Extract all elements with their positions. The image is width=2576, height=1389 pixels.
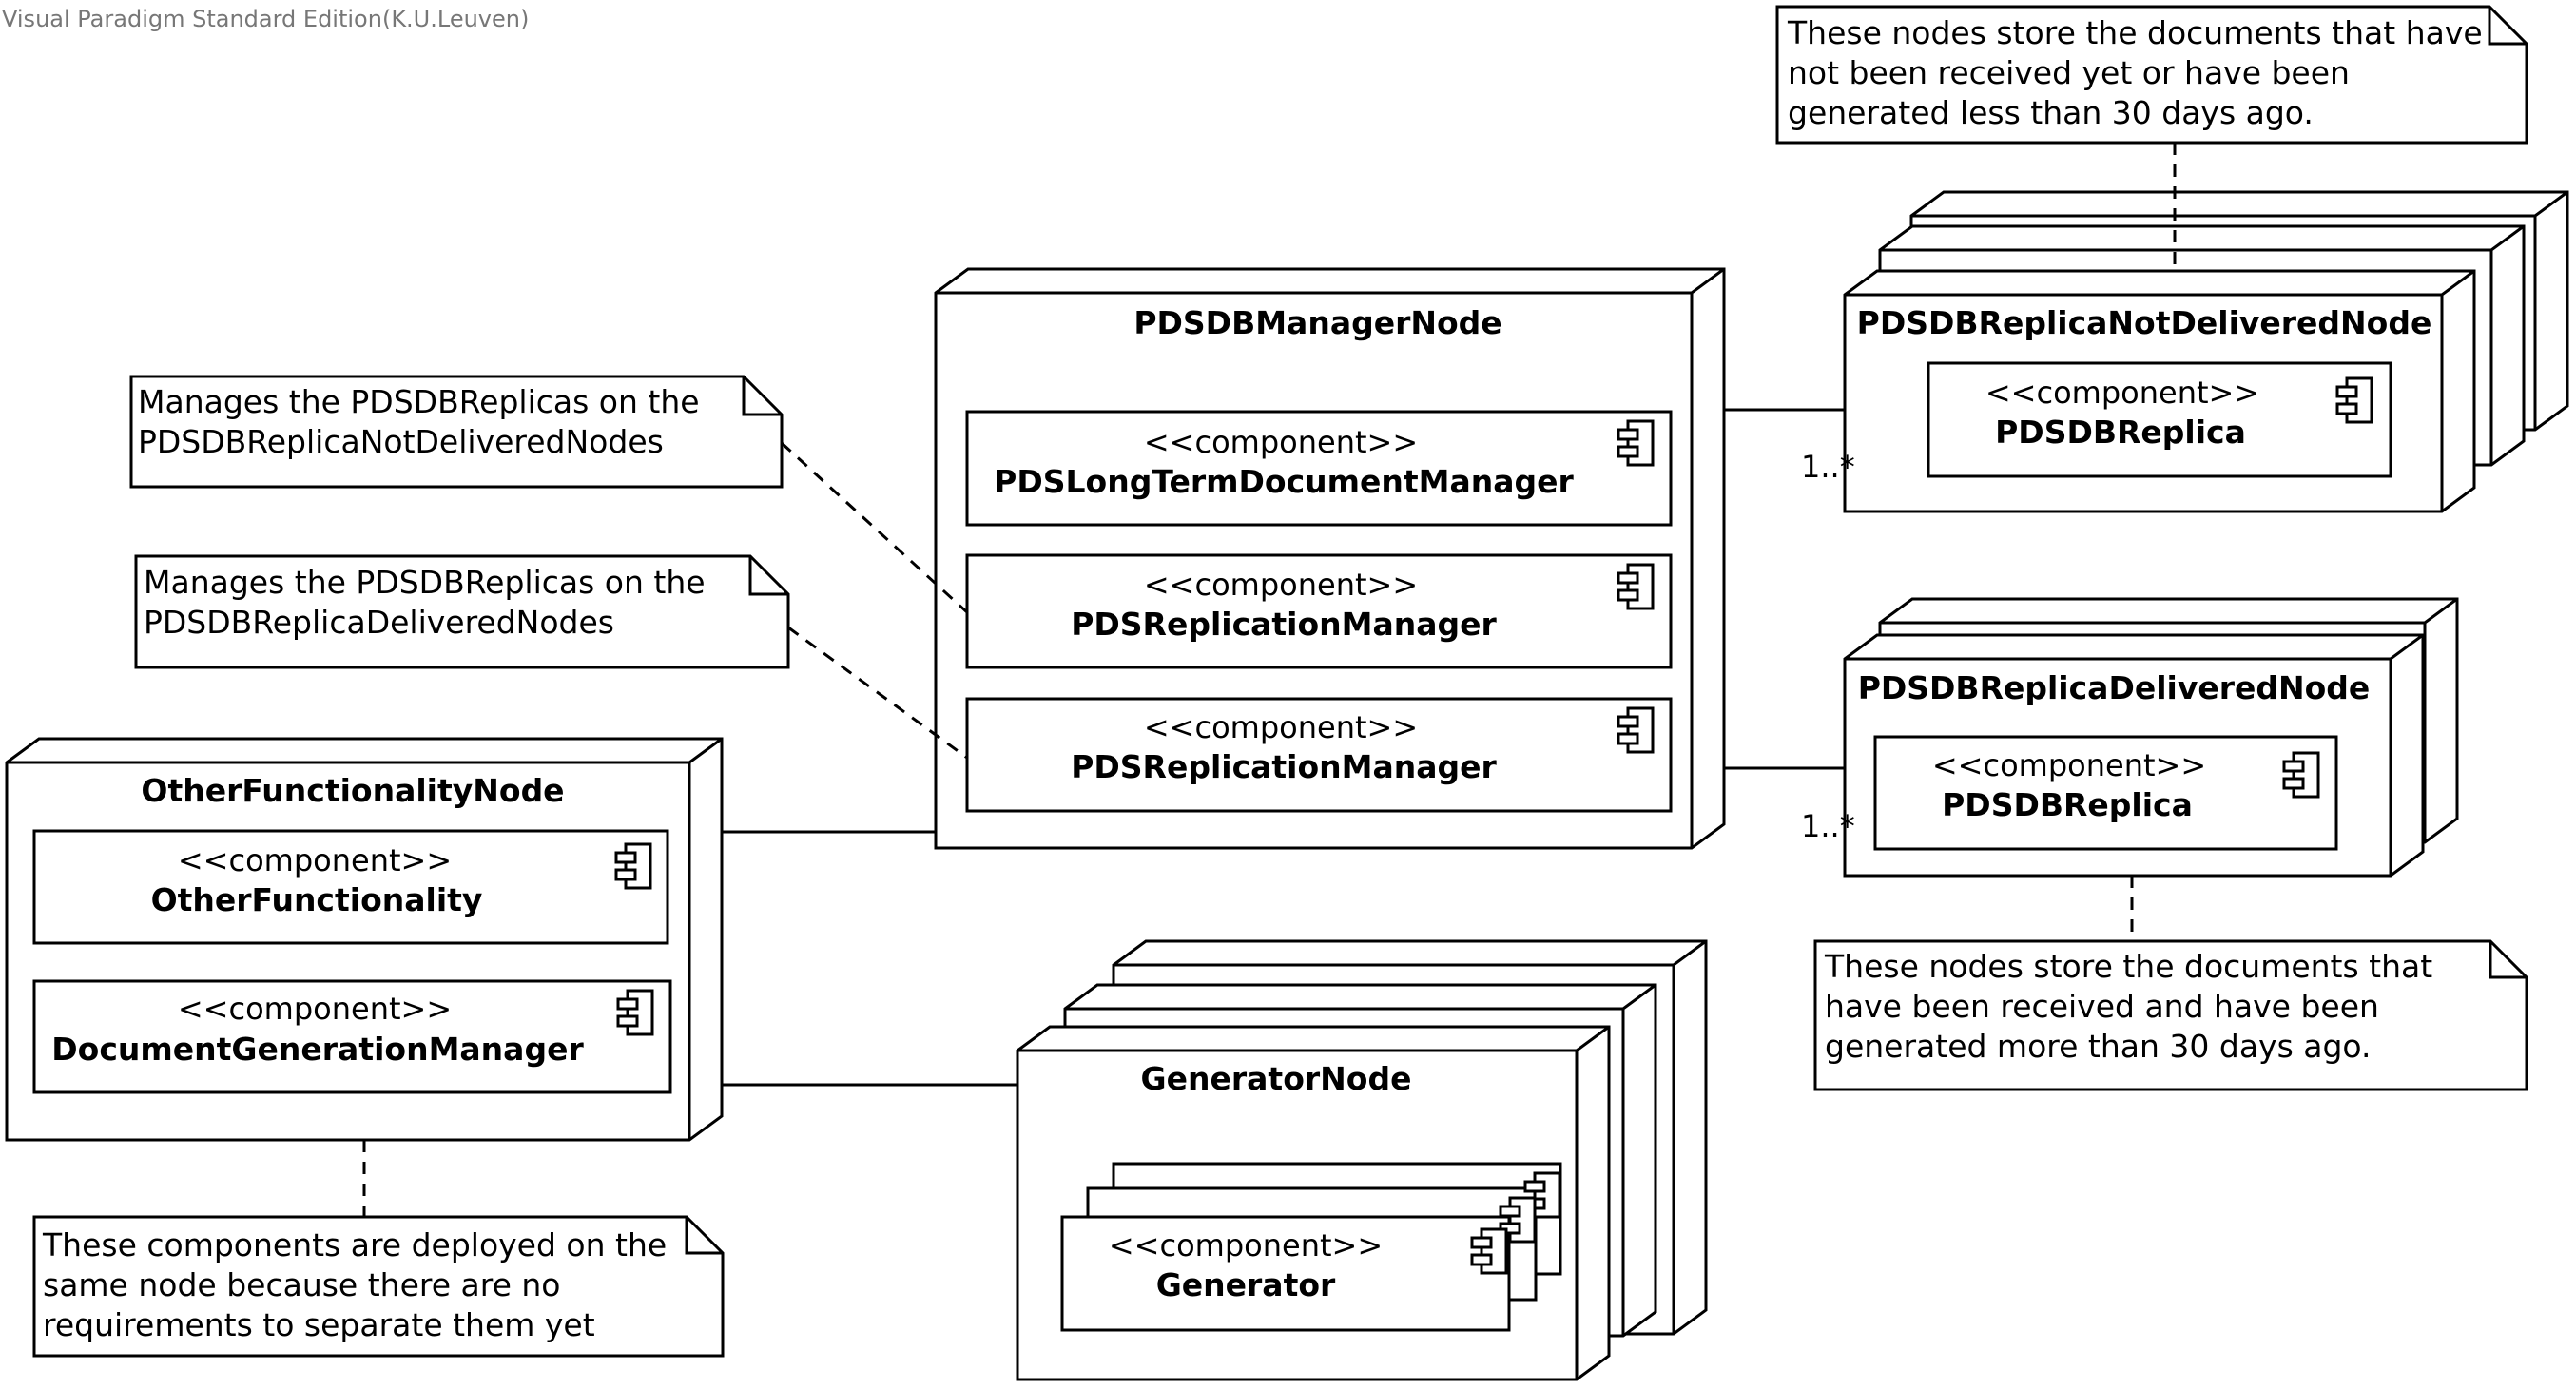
component-pdsdbreplica-not-delivered <box>1927 361 2392 478</box>
note-line: have been received and have been <box>1825 988 2379 1025</box>
notes <box>32 5 2528 1358</box>
watermark: Visual Paradigm Standard Edition(K.U.Leu… <box>2 6 530 32</box>
note-line: generated more than 30 days ago. <box>1825 1028 2372 1065</box>
component-icon <box>1617 419 1655 467</box>
stereotype-label: <<component>> <box>177 842 453 878</box>
node-title-pdsdbmanager: PDSDBManagerNode <box>1133 304 1502 341</box>
component-stack-generator <box>1060 1162 1562 1332</box>
note-manages-delivered: Manages the PDSDBReplicas on the PDSDBRe… <box>144 563 706 643</box>
component-pdsreplication-1 <box>965 553 1673 669</box>
component-name-generator: Generator <box>1155 1266 1336 1303</box>
node-title-generator: GeneratorNode <box>1140 1060 1412 1097</box>
anchor-note-manages-delivered <box>787 626 968 760</box>
note-not-delivered: These nodes store the documents that hav… <box>1788 13 2483 133</box>
component-name-pdsreplication-2: PDSReplicationManager <box>1071 748 1497 785</box>
component-icon <box>1617 563 1655 610</box>
component-icon <box>616 989 654 1036</box>
component-name-document-generation: DocumentGenerationManager <box>51 1031 584 1068</box>
note-line: not been received yet or have been <box>1788 54 2350 91</box>
stereotype-label: <<component>> <box>1108 1227 1384 1264</box>
component-document-generation <box>32 979 672 1094</box>
multiplicity-not-delivered: 1..* <box>1801 449 1855 485</box>
stereotype-label: <<component>> <box>1931 747 2207 783</box>
note-line: Manages the PDSDBReplicas on the <box>138 383 700 420</box>
component-icon <box>1499 1196 1537 1244</box>
note-line: Manages the PDSDBReplicas on the <box>144 564 706 601</box>
component-name-pdsreplication-1: PDSReplicationManager <box>1071 606 1497 643</box>
component-icon <box>1470 1227 1508 1275</box>
node-title-delivered: PDSDBReplicaDeliveredNode <box>1857 669 2371 706</box>
component-pdslongterm <box>965 410 1673 527</box>
note-line: PDSDBReplicaNotDeliveredNodes <box>138 423 664 460</box>
component-name-pdslongterm: PDSLongTermDocumentManager <box>994 463 1574 500</box>
note-line: These nodes store the documents that <box>1825 948 2433 985</box>
component-icon <box>614 842 652 890</box>
stereotype-label: <<component>> <box>1985 375 2260 411</box>
component-pdsreplication-2 <box>965 697 1673 813</box>
component-icon <box>1617 706 1655 754</box>
stereotype-label: <<component>> <box>177 991 453 1027</box>
node-title-other: OtherFunctionalityNode <box>141 772 565 809</box>
note-line: These components are deployed on the <box>43 1226 668 1264</box>
component-icon <box>2282 751 2320 799</box>
note-line: PDSDBReplicaDeliveredNodes <box>144 604 614 641</box>
stereotype-label: <<component>> <box>1143 567 1419 603</box>
note-manages-not-delivered: Manages the PDSDBReplicas on the PDSDBRe… <box>138 382 700 462</box>
stereotype-label: <<component>> <box>1143 709 1419 745</box>
connectors <box>362 143 2177 1217</box>
note-line: These nodes store the documents that hav… <box>1788 14 2483 51</box>
note-line: generated less than 30 days ago. <box>1788 94 2314 131</box>
component-pdsdbreplica-delivered <box>1873 735 2338 851</box>
component-name-other-functionality: OtherFunctionality <box>150 881 483 918</box>
note-line: same node because there are no <box>43 1266 561 1303</box>
note-delivered: These nodes store the documents that hav… <box>1825 947 2432 1067</box>
multiplicity-delivered: 1..* <box>1801 808 1855 844</box>
note-line: requirements to separate them yet <box>43 1306 595 1343</box>
component-other-functionality <box>32 829 669 945</box>
stereotype-label: <<component>> <box>1143 424 1419 460</box>
component-icon <box>2335 376 2373 424</box>
node-title-not-delivered: PDSDBReplicaNotDeliveredNode <box>1856 304 2432 341</box>
note-same-node: These components are deployed on the sam… <box>43 1225 667 1345</box>
component-icon <box>1523 1171 1561 1219</box>
component-name-replica-not-delivered: PDSDBReplica <box>1995 414 2246 451</box>
component-name-replica-delivered: PDSDBReplica <box>1942 786 2193 823</box>
